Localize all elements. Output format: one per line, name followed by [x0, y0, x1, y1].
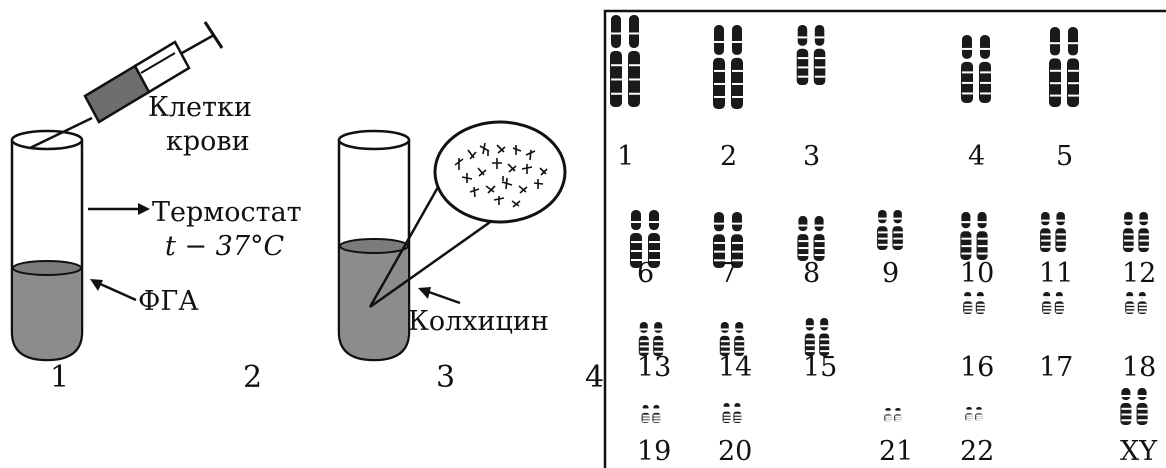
- chromosome-label-4: 4: [968, 141, 985, 172]
- temperature-label: t − 37°C: [165, 231, 284, 262]
- pha-arrow: [90, 279, 136, 300]
- chromosome-label-3: 3: [803, 141, 820, 172]
- chromosome-label-8: 8: [803, 258, 820, 289]
- chromosome-label-2: 2: [720, 141, 737, 172]
- blood-cells-label-line2: крови: [166, 126, 250, 157]
- step-number-1: 1: [50, 360, 69, 395]
- chromosome-label-19: 19: [637, 436, 671, 467]
- chromosome-label-6: 6: [637, 258, 654, 289]
- pha-label: ФГА: [138, 286, 199, 317]
- thermostat-arrow: [88, 203, 150, 215]
- chromosome-label-14: 14: [718, 352, 752, 383]
- blood-cells-label-line1: Клетки: [148, 92, 252, 123]
- chromosome-label-7: 7: [720, 258, 737, 289]
- colchicine-arrow: [418, 287, 460, 303]
- chromosome-label-13: 13: [637, 352, 671, 383]
- test-tube-3: [339, 131, 409, 360]
- test-tube-1: [12, 131, 82, 360]
- colchicine-label: Колхицин: [408, 306, 549, 337]
- chromosome-label-10: 10: [960, 258, 994, 289]
- chromosome-label-5: 5: [1056, 141, 1073, 172]
- chromosome-label-11: 11: [1039, 258, 1073, 289]
- chromosome-label-22: 22: [960, 436, 994, 467]
- chromosome-label-1: 1: [617, 141, 634, 172]
- chromosome-label-15: 15: [803, 352, 837, 383]
- step-number-2: 2: [243, 360, 262, 395]
- step-number-3: 3: [436, 360, 455, 395]
- step-number-4: 4: [585, 360, 604, 395]
- chromosome-label-16: 16: [960, 352, 994, 383]
- chromosome-label-xy: XY: [1120, 436, 1158, 467]
- pha-liquid: [13, 268, 81, 359]
- chromosome-label-17: 17: [1039, 352, 1073, 383]
- chromosome-label-12: 12: [1122, 258, 1156, 289]
- chromosome-label-20: 20: [718, 436, 752, 467]
- thermostat-label: Термостат: [152, 197, 302, 228]
- colchicine-liquid: [340, 246, 408, 359]
- chromosome-label-9: 9: [882, 258, 899, 289]
- chromosome-label-18: 18: [1122, 352, 1156, 383]
- chromosome-label-21: 21: [879, 436, 913, 467]
- karyotype-panel: 12345678910111213141516171819202122XY: [605, 11, 1166, 468]
